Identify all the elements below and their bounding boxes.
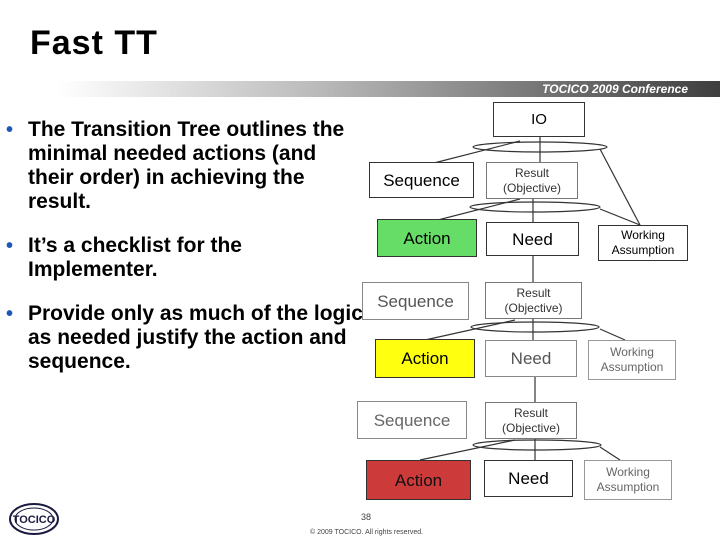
connector-line: [599, 148, 641, 226]
connector-line: [429, 140, 521, 165]
svg-text:TOCICO: TOCICO: [13, 514, 56, 526]
bullet-item: • It’s a checklist for the Implementer.: [6, 234, 366, 282]
working-assumption-box: Working Assumption: [598, 225, 688, 261]
sequence-label: Sequence: [383, 170, 460, 190]
action-box: Action: [377, 219, 477, 257]
need-label: Need: [512, 229, 553, 249]
slide-title: Fast TT: [30, 24, 158, 62]
page-number: 38: [361, 512, 372, 522]
result-box: Result (Objective): [485, 402, 577, 439]
connector-line: [599, 208, 641, 226]
sequence-label: Sequence: [377, 291, 454, 311]
result-label: Result (Objective): [504, 285, 563, 315]
bullet-text: Provide only as much of the logic as nee…: [28, 302, 363, 373]
result-label: Result (Objective): [502, 165, 561, 195]
bullet-item: • Provide only as much of the logic as n…: [6, 302, 366, 374]
io-label: IO: [531, 111, 547, 128]
bullet-list: • The Transition Tree outlines the minim…: [6, 118, 366, 394]
bullet-item: • The Transition Tree outlines the minim…: [6, 118, 366, 214]
bullet-text: It’s a checklist for the Implementer.: [28, 234, 242, 281]
sequence-box: Sequence: [357, 401, 467, 439]
action-box: Action: [366, 460, 471, 500]
io-box: IO: [493, 102, 585, 137]
need-box: Need: [485, 340, 577, 377]
sufficiency-ellipse: [470, 321, 600, 333]
sufficiency-ellipse: [469, 201, 601, 213]
working-assumption-label: Working Assumption: [611, 228, 675, 257]
bullet-icon: •: [6, 235, 14, 257]
sequence-box: Sequence: [362, 282, 469, 320]
bullet-icon: •: [6, 119, 14, 141]
connector-line: [419, 439, 516, 461]
connector-line: [599, 328, 626, 341]
need-box: Need: [486, 222, 579, 256]
need-label: Need: [508, 469, 549, 488]
copyright-notice: © 2009 TOCICO. All rights reserved.: [310, 529, 424, 536]
sufficiency-ellipse: [472, 141, 608, 153]
action-label: Action: [401, 349, 449, 368]
working-assumption-label: Working Assumption: [600, 345, 664, 374]
action-box: Action: [375, 339, 475, 378]
working-assumption-box: Working Assumption: [588, 340, 676, 380]
need-label: Need: [510, 349, 552, 368]
bullet-icon: •: [6, 303, 14, 325]
result-label: Result (Objective): [501, 405, 560, 435]
conference-banner: TOCICO 2009 Conference: [0, 81, 720, 97]
need-box: Need: [484, 460, 573, 497]
sequence-label: Sequence: [373, 410, 451, 430]
bullet-text: The Transition Tree outlines the minimal…: [28, 118, 345, 213]
sequence-box: Sequence: [369, 162, 474, 198]
working-assumption-label: Working Assumption: [596, 465, 660, 494]
banner-text: TOCICO 2009 Conference: [542, 82, 688, 96]
connector-line: [424, 319, 516, 341]
tocico-logo-icon: TOCICO: [9, 503, 59, 535]
result-box: Result (Objective): [485, 282, 582, 319]
connector-line: [599, 446, 621, 461]
action-label: Action: [403, 228, 451, 248]
working-assumption-box: Working Assumption: [584, 460, 672, 500]
action-label: Action: [394, 470, 443, 490]
result-box: Result (Objective): [486, 162, 578, 199]
sufficiency-ellipse: [472, 439, 602, 451]
